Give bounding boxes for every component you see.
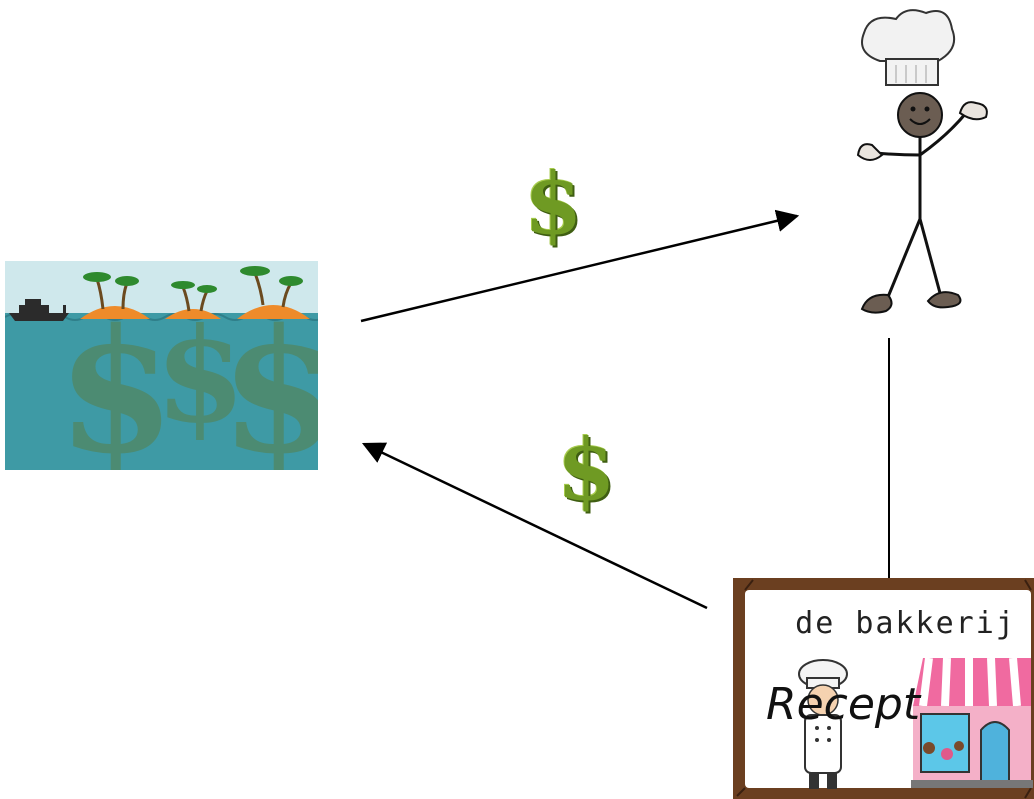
arrow-to-chef xyxy=(360,209,800,323)
shop-front-icon xyxy=(911,657,1033,788)
dollar-icon-bottom: $ xyxy=(557,420,616,519)
bakery-sign-text: de bakkerij xyxy=(795,606,1016,641)
recipe-label: Recept xyxy=(766,679,921,730)
tax-haven-dollar-1: $ xyxy=(57,292,175,470)
island-group xyxy=(80,305,310,319)
dollar-icon-top: $ xyxy=(524,154,583,253)
tax-haven-dollar-2: $ xyxy=(155,299,245,452)
yacht-icon xyxy=(9,299,69,321)
chef-hat-icon xyxy=(861,9,956,86)
tax-haven-image: $ $ $ xyxy=(5,261,318,470)
baker-icon xyxy=(798,659,848,789)
bakery-illustration xyxy=(733,578,1034,799)
bakery-image: de bakkerij Recept xyxy=(733,578,1034,799)
tax-haven-dollar-3: $ xyxy=(220,292,318,470)
chef-figure xyxy=(856,9,988,314)
arrow-to-tax-haven xyxy=(361,442,708,610)
